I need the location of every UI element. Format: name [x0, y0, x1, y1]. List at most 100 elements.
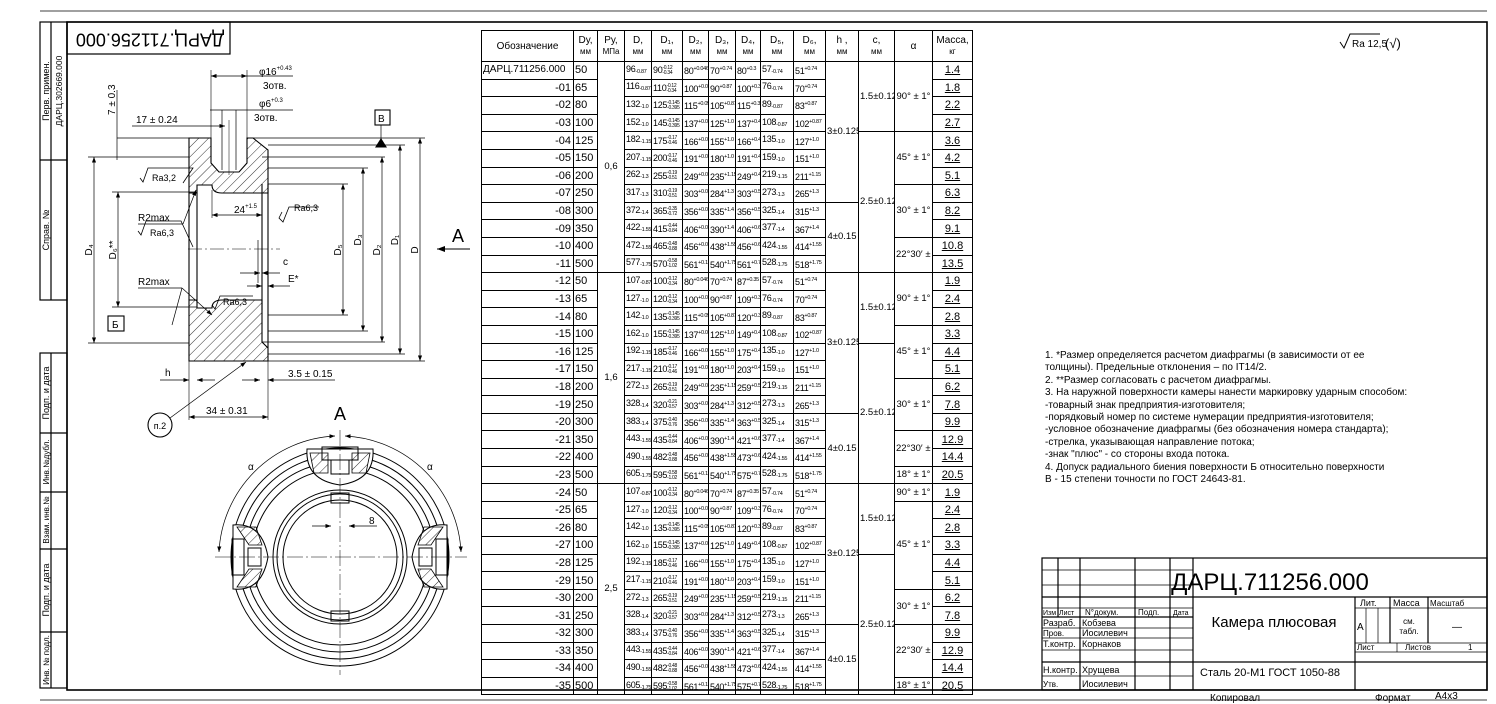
d-cell: 116-0.87 — [624, 78, 652, 98]
d3-cell: 335+1.4 — [708, 412, 736, 432]
designation-cell: -11 — [481, 254, 574, 274]
d6-value: 127 — [795, 136, 810, 147]
mass-cell: 9.1 — [932, 219, 973, 238]
d-value: 162 — [626, 538, 641, 549]
d-value: 605 — [626, 468, 641, 479]
dn-cell: 100 — [573, 536, 598, 555]
d6-value: 367 — [795, 435, 810, 446]
d4-value: 100 — [737, 83, 752, 94]
d2-tolerance: +0.046 — [693, 66, 709, 73]
d1-cell: 595-0.58-1.02 — [651, 676, 683, 696]
d-tolerance: -1.0 — [640, 332, 649, 339]
d1-tolerance: -0.17-0.46 — [667, 347, 677, 357]
d-tolerance: -1.0 — [640, 508, 649, 515]
side-stamps — [39, 21, 68, 689]
designation-cell: -20 — [481, 412, 574, 432]
d4-tolerance: +0.35 — [751, 83, 759, 90]
d4-cell: 149+0.40 — [735, 536, 761, 555]
d6-value: 151 — [795, 365, 810, 376]
d4-value: 575 — [737, 682, 752, 693]
d5-value: 325 — [762, 626, 777, 637]
d4-cell: 421+0.63 — [735, 641, 761, 661]
d2-cell: 166+0.063 — [682, 553, 709, 573]
side-stamp-sign-date-1: Подп. и дата — [41, 366, 51, 419]
d4-value: 175 — [737, 347, 752, 358]
d6-cell: 211+1.15 — [793, 377, 826, 397]
d3-value: 284 — [710, 611, 725, 622]
d3-cell: 90+0.87 — [708, 289, 736, 309]
mass-cell: 9.9 — [932, 624, 973, 643]
d1-cell: 255-0.19-0.51 — [651, 166, 683, 186]
d5-value: 377 — [762, 644, 777, 655]
d3-value: 90 — [710, 295, 720, 306]
mass-cell: 8.2 — [932, 201, 973, 221]
d4-cell: 109+0.35 — [735, 500, 761, 520]
d3-tolerance: +1.0 — [724, 576, 734, 583]
dim-17: 17 ± 0.24 — [136, 115, 178, 126]
designation-cell: -17 — [481, 360, 574, 379]
d4-value: 120 — [737, 312, 752, 323]
d3-cell: 105+0.87 — [708, 307, 736, 326]
dim-34: 34 ± 0.31 — [206, 406, 248, 417]
mass-cell: 3.3 — [932, 324, 973, 344]
d6-tolerance: +0.74 — [804, 488, 817, 495]
footer-format-label: Формат — [1375, 693, 1411, 704]
d1-tolerance: -0.19-0.51 — [667, 171, 677, 181]
dn-cell: 50 — [573, 483, 598, 502]
d-cell: 217-1.15 — [624, 571, 652, 590]
d5-value: 76 — [762, 503, 772, 514]
d6-tolerance: +1.55 — [809, 664, 822, 671]
dn-cell: 50 — [573, 61, 598, 80]
d1-value: 175 — [653, 135, 668, 146]
name-norm-control: Хрущева — [1082, 665, 1119, 675]
d1-cell: 265-0.19-0.51 — [651, 377, 683, 397]
d5-value: 424 — [762, 450, 777, 461]
d2-value: 249 — [684, 594, 699, 605]
column-header: D₅,мм — [760, 30, 794, 62]
d2-tolerance: +0.054 — [697, 523, 708, 530]
table-row: -2680142-1.0135-0.145-0.395115+0.054105+… — [481, 518, 973, 538]
d2-tolerance: +0.072 — [698, 154, 708, 161]
side-stamp-sign-date-2: Подп. и дата — [41, 563, 51, 616]
d-cell: 262-1.3 — [624, 166, 652, 186]
d5-tolerance: -1.3 — [776, 614, 785, 621]
d-tolerance: -1.15 — [640, 579, 652, 586]
d5-cell: 325-1.4 — [760, 624, 794, 643]
d-cell: 107-0.87 — [624, 483, 652, 502]
d1-cell: 100-0.12-0.34 — [651, 272, 683, 291]
d3-tolerance: +1.4 — [724, 646, 734, 653]
lit-value: А — [1357, 622, 1364, 633]
dn-cell: 400 — [573, 448, 598, 467]
d3-cell: 390+1.4 — [708, 430, 736, 450]
column-header: Pу,МПа — [597, 30, 625, 62]
d6-value: 211 — [795, 171, 809, 182]
d2-tolerance: +0.081 — [698, 400, 708, 407]
d1-cell: 185-0.17-0.46 — [651, 342, 683, 362]
role-tech-control: Т.контр. — [1043, 639, 1076, 649]
column-header-unit: мм — [742, 47, 754, 56]
d3-cell: 105+0.87 — [708, 518, 736, 538]
d6-value: 414 — [795, 242, 810, 253]
d1-tolerance-lower: -0.51 — [667, 386, 678, 393]
d1-tolerance-upper: -0.145 — [667, 522, 680, 529]
note-line: -условное обозначение диафрагмы (без обо… — [1045, 424, 1389, 436]
d5-value: 377 — [762, 433, 777, 444]
dn-cell: 65 — [573, 500, 598, 520]
d5-cell: 528-1.75 — [760, 254, 794, 274]
d2-value: 80 — [684, 66, 694, 77]
table-row: -32300383-1.4375-0.40-0.76356+0.089335+1… — [481, 623, 973, 696]
d2-cell: 115+0.054 — [682, 307, 709, 326]
table-row: -08300372-1.4365-0.35-0.72356+0.089335+1… — [481, 201, 973, 274]
d-cell: 443-1.55 — [624, 430, 652, 450]
d2-cell: 406+0.097 — [682, 641, 709, 661]
d6-value: 83 — [795, 312, 805, 323]
d1-cell: 210-0.17-0.46 — [651, 571, 683, 590]
d1-cell: 415-0.44-0.84 — [651, 219, 683, 238]
d2-value: 191 — [684, 154, 699, 165]
d1-tolerance: -0.12-0.34 — [666, 83, 676, 94]
d4-cell: 421+0.63 — [735, 430, 761, 450]
d3-tolerance: +1.4 — [724, 418, 734, 425]
d1-tolerance-lower: -0.57 — [667, 404, 678, 411]
